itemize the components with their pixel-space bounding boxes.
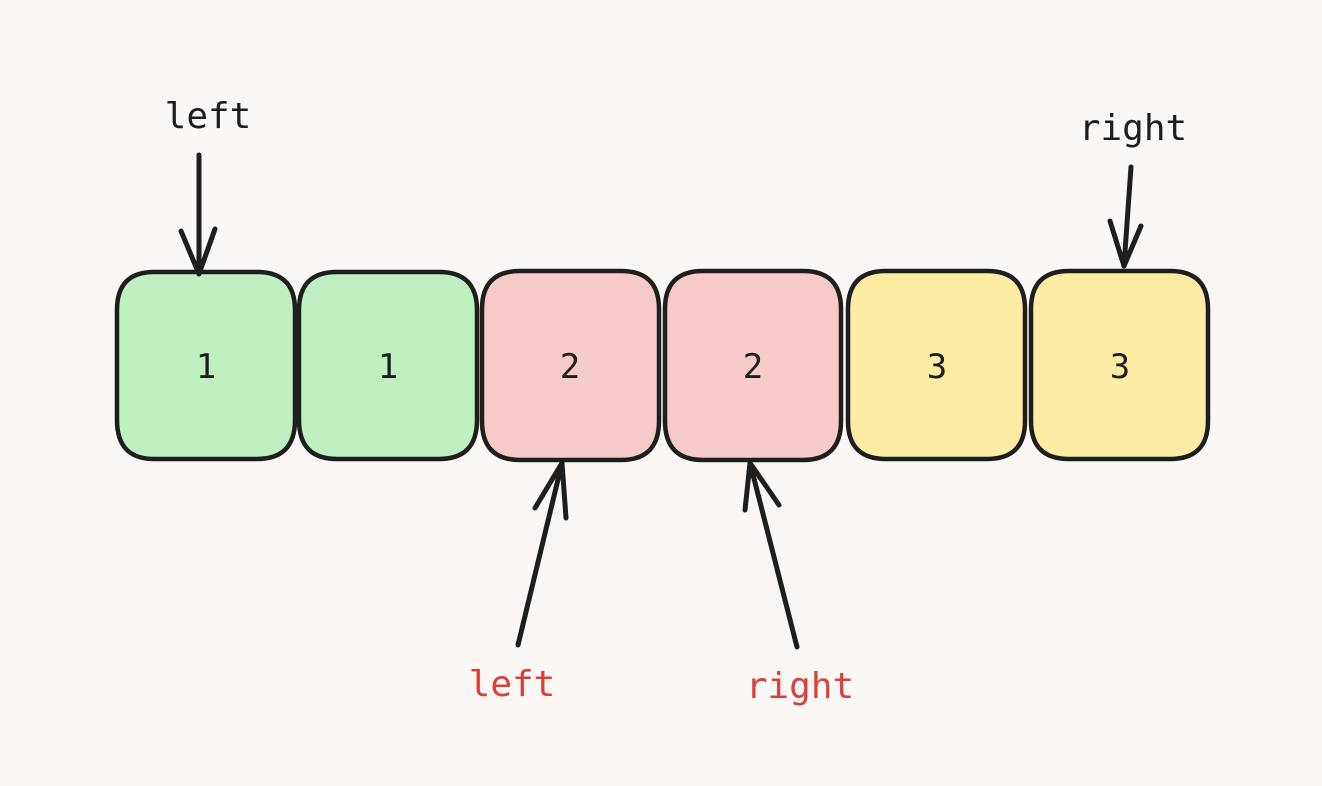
array: 1 1 2 2 3 3 [114,268,1211,463]
cell-value-5: 3 [927,347,947,387]
pointer-label-top-left: left [165,96,252,137]
cell-value-1: 1 [196,347,216,387]
cell-box-6 [1028,268,1211,462]
cell-box-5 [845,268,1028,462]
array-cell: 1 [296,269,480,462]
arrow-up-icon [742,460,800,650]
cell-box-4 [662,268,844,463]
pointer-bottom-left: left [469,460,569,705]
cell-box-2 [296,269,480,462]
arrow-down-icon [178,152,218,277]
pointer-label-bottom-right: right [746,666,854,707]
pointer-label-bottom-left: left [469,664,556,705]
cell-value-2: 1 [378,347,398,387]
arrow-down-icon [1107,164,1144,269]
array-cell: 3 [1028,268,1211,462]
array-cell: 2 [662,268,844,463]
array-cell: 3 [845,268,1028,462]
cell-box-3 [479,268,662,463]
pointer-label-top-right: right [1079,108,1187,149]
array-cell: 1 [114,269,298,462]
cell-value-3: 2 [560,347,580,387]
pointer-top-left: left [165,96,252,277]
pointer-bottom-right: right [742,460,854,707]
cell-box-1 [114,269,298,462]
cell-value-6: 3 [1110,347,1130,387]
array-cell: 2 [479,268,662,463]
arrow-up-icon [515,460,569,648]
pointer-top-right: right [1079,108,1187,269]
cell-value-4: 2 [743,347,763,387]
